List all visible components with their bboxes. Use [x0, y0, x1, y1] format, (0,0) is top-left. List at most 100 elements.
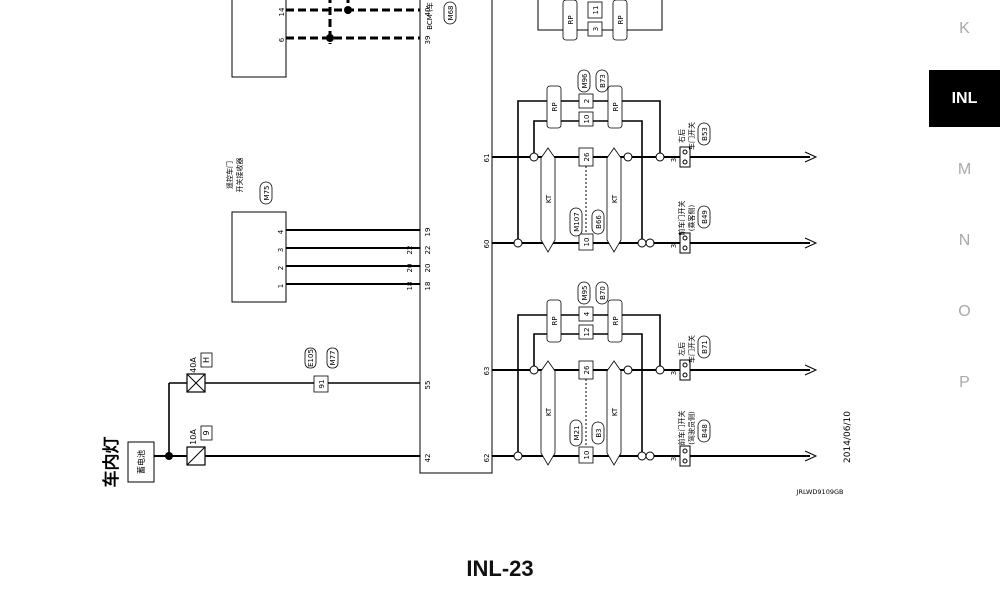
tab-m[interactable]: M: [957, 160, 972, 178]
svg-text:10: 10: [583, 451, 591, 460]
svg-text:3: 3: [277, 248, 285, 252]
svg-text:(乘客侧): (乘客侧): [687, 205, 696, 232]
svg-text:22: 22: [424, 246, 432, 255]
svg-text:4: 4: [277, 229, 285, 234]
svg-text:62: 62: [483, 454, 491, 463]
svg-text:M21: M21: [573, 426, 581, 441]
remote-receiver-connector: M75: [263, 186, 271, 201]
svg-text:左后: 左后: [677, 342, 686, 356]
svg-text:3: 3: [670, 457, 678, 461]
bcm-box: [419, 0, 493, 474]
upper-pin-6: 6: [278, 37, 286, 42]
svg-text:20: 20: [424, 264, 432, 273]
battery-label: 蓄电池: [136, 450, 146, 474]
svg-text:40: 40: [424, 8, 432, 17]
svg-text:10: 10: [583, 115, 591, 124]
svg-text:M95: M95: [581, 286, 589, 301]
svg-text:26: 26: [583, 152, 591, 161]
svg-text:B48: B48: [701, 424, 709, 438]
svg-text:RP: RP: [551, 102, 559, 111]
svg-text:20: 20: [406, 264, 414, 273]
connector-e105: E105: [307, 349, 315, 367]
svg-text:55: 55: [424, 381, 432, 390]
svg-text:RP: RP: [567, 15, 575, 24]
svg-text:11: 11: [592, 6, 600, 15]
upper-pin-14: 14: [278, 7, 286, 16]
svg-text:60: 60: [483, 240, 491, 249]
bcm-label: BCM (车: [425, 2, 434, 30]
svg-text:18: 18: [424, 282, 432, 291]
svg-text:B66: B66: [595, 215, 603, 229]
svg-text:前车门开关: 前车门开关: [677, 411, 686, 446]
diagram-title: 车内灯: [101, 437, 122, 488]
tab-o[interactable]: O: [958, 302, 971, 320]
svg-text:26: 26: [583, 365, 591, 374]
lower-right-circuit: [492, 281, 810, 466]
remote-receiver-line2: 开关接收器: [235, 158, 244, 193]
svg-text:KT: KT: [611, 407, 619, 416]
door-switch-front-passenger: [679, 205, 818, 254]
svg-text:右后: 右后: [677, 129, 686, 143]
fuse-10a-rating: 10A: [189, 429, 198, 445]
svg-text:(驾驶员侧): (驾驶员侧): [687, 411, 696, 445]
svg-text:12: 12: [583, 328, 591, 337]
diagram-ref-code: JRLWD9109GB: [796, 488, 844, 496]
svg-text:RP: RP: [551, 316, 559, 325]
svg-text:3: 3: [670, 371, 678, 375]
svg-text:63: 63: [483, 367, 491, 376]
door-switch-front-driver: [679, 419, 818, 467]
remote-receiver-box: [231, 211, 287, 303]
tab-inl[interactable]: INL: [929, 70, 1000, 127]
svg-text:车门开关: 车门开关: [687, 122, 696, 150]
battery-box: [127, 441, 155, 483]
svg-text:RP: RP: [617, 15, 625, 24]
svg-text:42: 42: [424, 454, 432, 463]
svg-text:KT: KT: [611, 194, 619, 203]
svg-text:61: 61: [483, 154, 491, 163]
tab-n[interactable]: N: [958, 231, 971, 249]
svg-text:19: 19: [424, 228, 432, 237]
svg-text:1: 1: [277, 284, 285, 288]
svg-text:2: 2: [277, 266, 285, 270]
fuse-40a-rating: 40A: [189, 357, 198, 373]
svg-text:18: 18: [406, 282, 414, 291]
svg-text:车门开关: 车门开关: [687, 335, 696, 363]
section-tabs: K INL M N O P: [929, 0, 1000, 420]
svg-text:KT: KT: [545, 194, 553, 203]
svg-text:M107: M107: [573, 212, 581, 231]
upper-unit-box: [231, 0, 287, 78]
svg-text:3: 3: [592, 27, 600, 31]
connector-m77: M77: [329, 351, 337, 366]
svg-text:B70: B70: [599, 286, 607, 300]
fuse-40a-id: H: [202, 357, 211, 363]
door-switch-rear-left: [679, 335, 818, 381]
svg-text:B73: B73: [599, 74, 607, 88]
svg-text:3: 3: [670, 244, 678, 248]
svg-text:RP: RP: [612, 316, 620, 325]
svg-text:10: 10: [583, 238, 591, 247]
diagram-date: 2014/06/10: [843, 411, 853, 463]
terminal-91: 91: [318, 380, 326, 389]
tab-k[interactable]: K: [959, 19, 970, 37]
fuse-10a-id: 9: [202, 430, 211, 435]
svg-text:3: 3: [670, 158, 678, 162]
svg-text:4: 4: [583, 311, 591, 316]
page-number: INL-23: [466, 556, 534, 581]
svg-text:22: 22: [406, 246, 414, 255]
svg-text:M96: M96: [581, 73, 589, 88]
svg-text:前车门开关: 前车门开关: [677, 201, 686, 236]
remote-receiver-line1: 遥控车门: [225, 161, 234, 189]
svg-text:B49: B49: [701, 210, 709, 224]
svg-text:2: 2: [583, 99, 591, 103]
upper-right-circuit: [492, 69, 810, 253]
svg-text:KT: KT: [545, 407, 553, 416]
svg-text:B53: B53: [701, 127, 709, 141]
tab-p[interactable]: P: [959, 373, 970, 391]
svg-text:39: 39: [424, 36, 432, 45]
door-switch-rear-right: [679, 122, 818, 168]
svg-text:B71: B71: [701, 340, 709, 354]
svg-text:RP: RP: [612, 102, 620, 111]
bcm-connector: M68: [447, 6, 455, 21]
svg-text:B3: B3: [595, 428, 603, 437]
